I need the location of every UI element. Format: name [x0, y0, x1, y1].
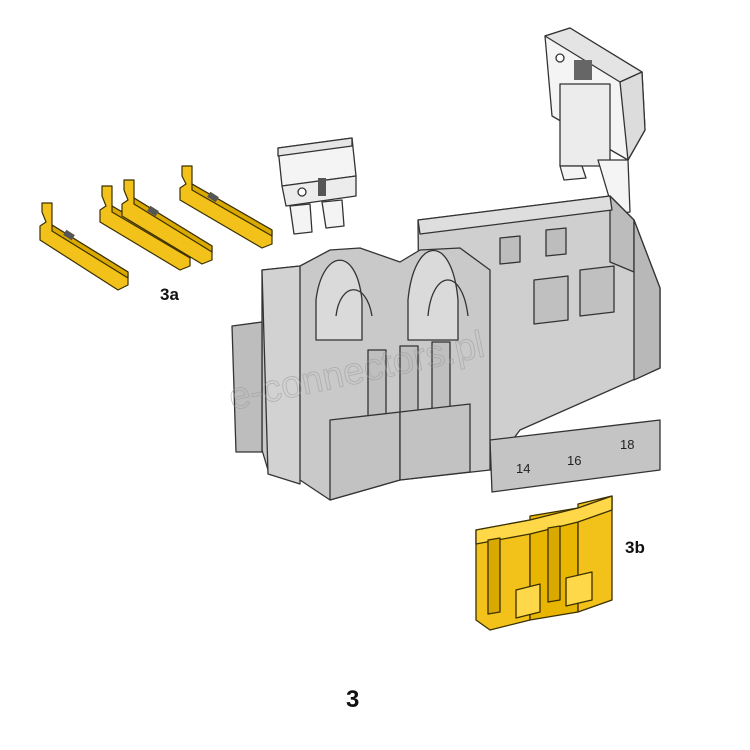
figure-number: 3: [346, 686, 359, 713]
terminals-3a-group: [39, 165, 273, 291]
cavity-number: 16: [567, 453, 581, 468]
fuse-box-housing: [231, 195, 661, 501]
label-3b: 3b: [625, 538, 645, 557]
label-3a: 3a: [160, 285, 179, 304]
cavity-number: 18: [620, 437, 634, 452]
maxi-fuse: [544, 27, 646, 215]
terminal-strip: [39, 202, 129, 291]
mini-fuse: [277, 137, 357, 235]
terminal-strip: [121, 179, 213, 265]
cavity-number: 14: [516, 461, 530, 476]
connector-clip-3b: [475, 495, 613, 631]
terminal-strip: [179, 165, 273, 249]
